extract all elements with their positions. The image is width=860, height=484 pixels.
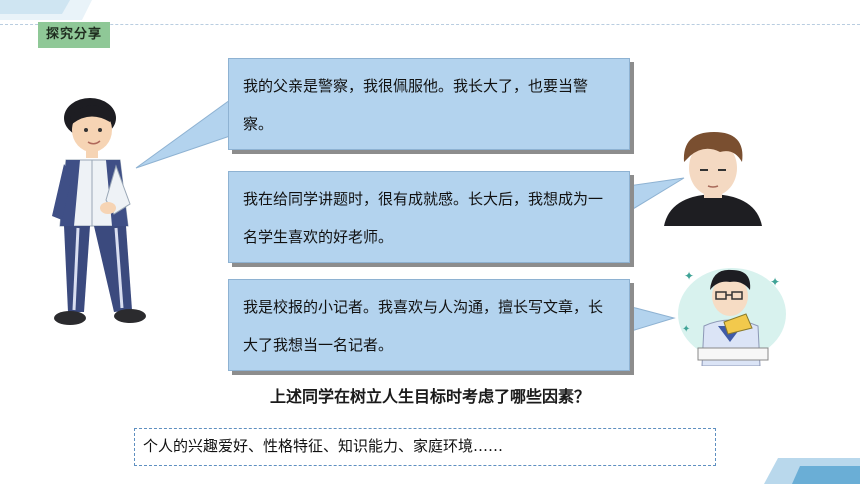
svg-text:✦: ✦	[682, 324, 690, 335]
speech-bubble-reporter: 我是校报的小记者。我喜欢与人沟通，擅长写文章，长大了我想当一名记者。	[228, 279, 630, 371]
discussion-question: 上述同学在树立人生目标时考虑了哪些因素？	[269, 387, 590, 406]
speech-bubble-tail	[627, 305, 676, 333]
svg-text:✦: ✦	[770, 275, 780, 289]
student-illustration	[52, 98, 146, 325]
svg-text:✦: ✦	[684, 269, 694, 283]
answer-text: 个人的兴趣爱好、性格特征、知识能力、家庭环境……	[143, 437, 504, 455]
speech-text: 我是校报的小记者。我喜欢与人沟通，擅长写文章，长大了我想当一名记者。	[243, 298, 604, 354]
corner-decoration	[0, 0, 92, 20]
studying-student-illustration: ✦ ✦ ✦	[678, 268, 786, 366]
corner-decoration	[764, 458, 860, 484]
speech-text: 我的父亲是警察，我很佩服他。我长大了，也要当警察。	[243, 77, 589, 133]
speech-text: 我在给同学讲题时，很有成就感。长大后，我想成为一名学生喜欢的好老师。	[243, 190, 604, 246]
boy-portrait-illustration	[664, 132, 762, 226]
speech-bubble-police: 我的父亲是警察，我很佩服他。我长大了，也要当警察。	[228, 58, 630, 150]
section-badge: 探究分享	[38, 22, 111, 48]
answer-box: 个人的兴趣爱好、性格特征、知识能力、家庭环境……	[134, 428, 716, 466]
speech-bubble-teacher: 我在给同学讲题时，很有成就感。长大后，我想成为一名学生喜欢的好老师。	[228, 171, 630, 263]
header-rule	[0, 24, 860, 26]
speech-bubble-tail	[135, 99, 231, 169]
